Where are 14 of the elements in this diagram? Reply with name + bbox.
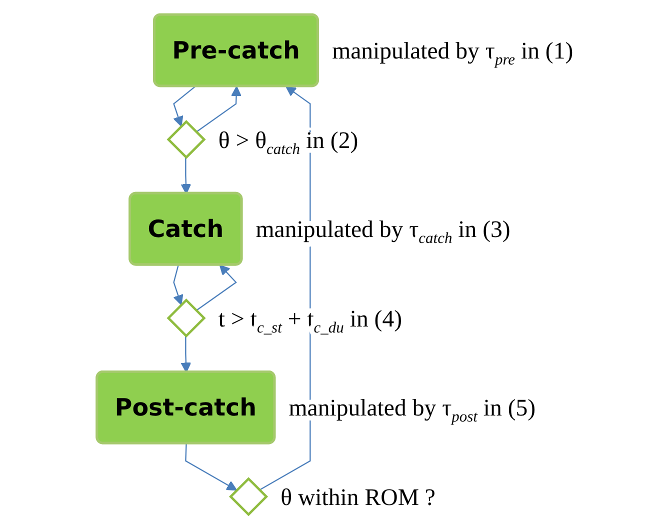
- condition-note: θ within ROM ?: [280, 484, 436, 511]
- arrow: [196, 264, 237, 312]
- decision-diamond: [228, 477, 268, 516]
- decision-diamond: [166, 120, 206, 160]
- arrow: [173, 264, 184, 306]
- arrow: [180, 157, 192, 194]
- arrow: [173, 86, 196, 127]
- process-box: Post-catch: [96, 370, 276, 444]
- process-box: Pre-catch: [153, 13, 319, 88]
- arrow: [180, 336, 192, 373]
- decision-diamond: [166, 298, 206, 338]
- arrow: [196, 86, 242, 133]
- arrow: [185, 444, 238, 491]
- process-box: Catch: [128, 192, 243, 266]
